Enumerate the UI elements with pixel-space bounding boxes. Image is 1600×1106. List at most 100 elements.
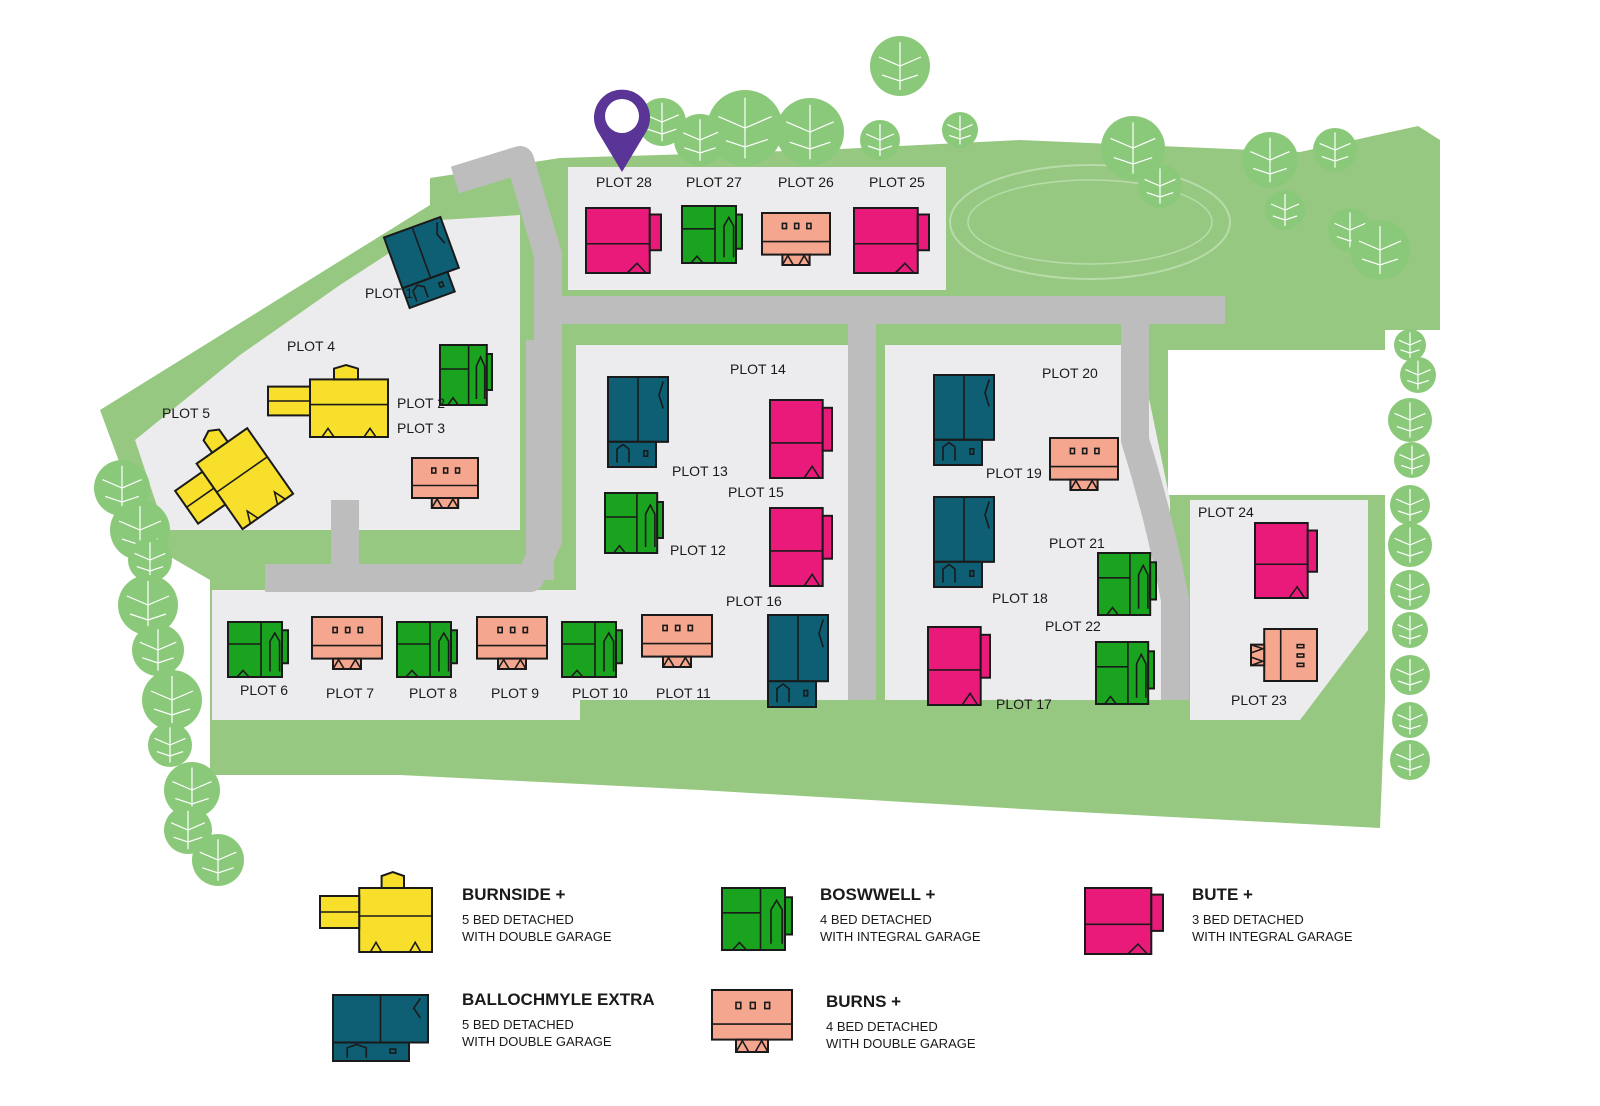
- house-boswell[interactable]: [1097, 552, 1158, 616]
- legend-description: 5 BED DETACHED: [462, 912, 574, 927]
- tree-icon: [128, 538, 172, 582]
- tree-icon: [674, 114, 726, 166]
- plot-label: PLOT 7: [326, 685, 374, 701]
- house-bute[interactable]: [585, 207, 662, 274]
- tree-icon: [1313, 128, 1357, 172]
- house-burnside[interactable]: [267, 363, 389, 438]
- tree-icon: [132, 624, 184, 676]
- plot-label: PLOT 22: [1045, 618, 1101, 634]
- road: [1121, 320, 1189, 700]
- house-boswell[interactable]: [1095, 641, 1156, 705]
- house-boswell[interactable]: [561, 621, 623, 678]
- tree-icon: [1390, 655, 1430, 695]
- trees-layer: [94, 36, 1436, 886]
- legend-name: BOSWWELL +: [820, 885, 935, 904]
- tree-icon: [1265, 190, 1305, 230]
- legend-description: WITH INTEGRAL GARAGE: [1192, 929, 1353, 944]
- legend-description: WITH DOUBLE GARAGE: [462, 1034, 612, 1049]
- house-bute[interactable]: [769, 507, 834, 587]
- tree-icon: [1138, 164, 1182, 208]
- plot-label: PLOT 12: [670, 542, 726, 558]
- plot-label: PLOT 18: [992, 590, 1048, 606]
- tree-icon: [1388, 523, 1432, 567]
- plot-label: PLOT 8: [409, 685, 457, 701]
- plot-label: PLOT 23: [1231, 692, 1287, 708]
- tree-icon: [1394, 329, 1426, 361]
- house-burns[interactable]: [641, 614, 713, 668]
- field-track-inner: [967, 179, 1213, 265]
- plot-label: PLOT 25: [869, 174, 925, 190]
- house-boswell[interactable]: [604, 492, 665, 554]
- plot-label: PLOT 13: [672, 463, 728, 479]
- house-boswell[interactable]: [681, 205, 743, 264]
- house-burns[interactable]: [476, 616, 548, 670]
- legend-item-burns: BURNS + 4 BED DETACHED WITH DOUBLE GARAGE: [711, 989, 976, 1053]
- plot-label: PLOT 26: [778, 174, 834, 190]
- house-bute[interactable]: [1084, 887, 1165, 955]
- tree-icon: [148, 723, 192, 767]
- plot-label: PLOT 24: [1198, 504, 1254, 520]
- house-bute[interactable]: [927, 626, 992, 706]
- house-burns[interactable]: [411, 457, 479, 509]
- legend-description: WITH DOUBLE GARAGE: [826, 1036, 976, 1051]
- tree-icon: [164, 762, 220, 818]
- house-boswell[interactable]: [227, 621, 289, 678]
- houses-layer: [158, 205, 1319, 708]
- house-burns[interactable]: [761, 212, 831, 266]
- tree-icon: [870, 36, 930, 96]
- tree-icon: [1392, 612, 1428, 648]
- field-track: [949, 164, 1231, 280]
- plot-label: PLOT 27: [686, 174, 742, 190]
- plot-label: PLOT 1: [365, 285, 413, 301]
- house-boswell[interactable]: [721, 887, 793, 951]
- tree-icon: [1388, 398, 1432, 442]
- house-boswell[interactable]: [396, 621, 458, 678]
- legend-item-burnside: BURNSIDE + 5 BED DETACHED WITH DOUBLE GARA…: [319, 870, 612, 953]
- legend-name: BURNS +: [826, 992, 901, 1011]
- plot-label: PLOT 16: [726, 593, 782, 609]
- house-burns[interactable]: [711, 989, 793, 1053]
- house-ballochmyle[interactable]: [382, 215, 466, 310]
- legend-description: 4 BED DETACHED: [826, 1019, 938, 1034]
- house-ballochmyle[interactable]: [933, 374, 995, 467]
- plot-label: PLOT 15: [728, 484, 784, 500]
- house-ballochmyle[interactable]: [332, 994, 429, 1062]
- legend-description: WITH DOUBLE GARAGE: [462, 929, 612, 944]
- house-burns[interactable]: [1049, 437, 1119, 491]
- plot-label: PLOT 3: [397, 420, 445, 436]
- tree-icon: [1101, 116, 1165, 180]
- tree-icon: [942, 112, 978, 148]
- plot-label: PLOT 4: [287, 338, 335, 354]
- legend-name: BUTE +: [1192, 885, 1253, 904]
- house-ballochmyle[interactable]: [607, 376, 669, 469]
- plot-ground-area: [1190, 500, 1368, 720]
- plot-label: PLOT 2: [397, 395, 445, 411]
- plot-label: PLOT 11: [656, 685, 711, 701]
- plot-label: PLOT 5: [162, 405, 210, 421]
- tree-icon: [707, 90, 783, 166]
- house-boswell[interactable]: [439, 344, 493, 406]
- legend-name: BURNSIDE +: [462, 885, 566, 904]
- location-marker[interactable]: [594, 89, 651, 172]
- house-bute[interactable]: [769, 399, 834, 479]
- house-ballochmyle[interactable]: [767, 614, 829, 708]
- plot-label: PLOT 14: [730, 361, 786, 377]
- location-pin-hole: [605, 99, 639, 133]
- plot-ground-area: [568, 167, 946, 290]
- tree-icon: [860, 120, 900, 160]
- house-burnside[interactable]: [158, 412, 295, 548]
- tree-icon: [118, 575, 178, 635]
- legend-description: 4 BED DETACHED: [820, 912, 932, 927]
- house-ballochmyle[interactable]: [933, 496, 995, 589]
- house-burns[interactable]: [311, 616, 383, 670]
- house-burns[interactable]: [1250, 628, 1318, 682]
- house-burnside[interactable]: [319, 870, 434, 953]
- plot-label: PLOT 19: [986, 465, 1042, 481]
- house-bute[interactable]: [853, 207, 930, 274]
- plot-label: PLOT 17: [996, 696, 1052, 712]
- house-bute[interactable]: [1254, 522, 1319, 599]
